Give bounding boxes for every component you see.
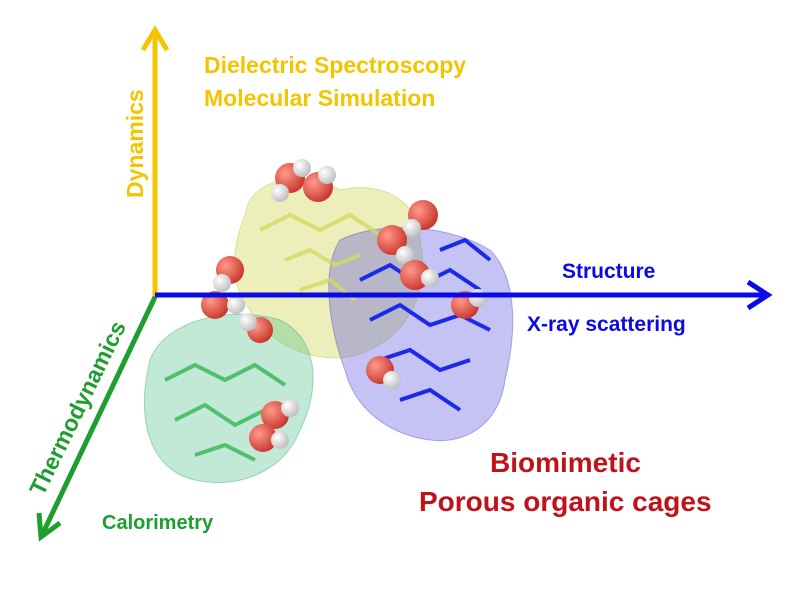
- thermodynamics-axis-label: Thermodynamics: [24, 317, 131, 500]
- arrowhead-up-icon: [140, 25, 170, 52]
- structure-axis: [155, 279, 773, 311]
- structure-axis-label: Structure: [562, 260, 655, 283]
- blue-cage-blob: [328, 227, 514, 442]
- method-dielectric-spectroscopy: Dielectric Spectroscopy: [204, 52, 466, 78]
- green-cage-bonds: [164, 362, 287, 462]
- title-porous-organic-cages: Porous organic cages: [419, 486, 712, 517]
- title-biomimetic: Biomimetic: [490, 447, 641, 478]
- thermodynamics-axis: [36, 295, 158, 542]
- method-calorimetry: Calorimetry: [102, 512, 214, 534]
- method-x-ray-scattering: X-ray scattering: [527, 313, 686, 336]
- cage-molecules-illustration: [143, 159, 514, 484]
- dynamics-axis: [140, 25, 170, 297]
- water-molecules: [201, 159, 487, 452]
- arrowhead-right-icon: [746, 279, 773, 311]
- method-molecular-simulation: Molecular Simulation: [204, 85, 435, 111]
- arrowhead-down-left-icon: [36, 512, 62, 542]
- dynamics-axis-label: Dynamics: [122, 89, 148, 198]
- green-cage-blob: [143, 313, 314, 484]
